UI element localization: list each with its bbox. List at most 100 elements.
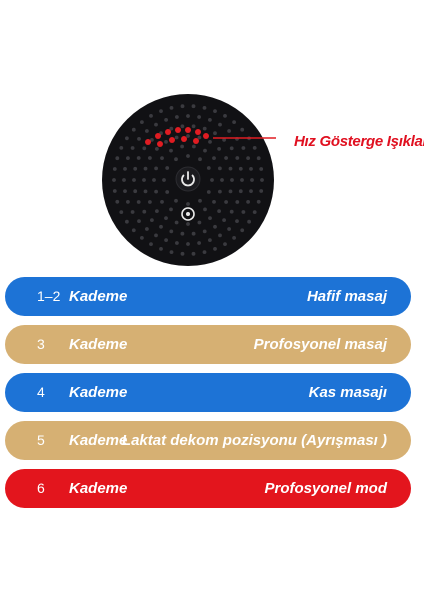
- level-row-3: 3 Kademe Profosyonel masaj: [5, 325, 411, 364]
- grille-dot: [223, 242, 227, 247]
- grille-dot: [247, 219, 252, 224]
- grille-dot: [198, 157, 202, 162]
- grille-dot: [150, 218, 154, 222]
- grille-dot: [169, 148, 173, 153]
- grille-dot: [256, 199, 261, 204]
- grille-dot: [143, 189, 148, 194]
- grille-dot: [252, 146, 257, 150]
- grille-dot: [232, 236, 237, 240]
- speed-led: [165, 129, 171, 135]
- grille-dot: [169, 229, 174, 234]
- level-row-5: 5 Kademe Laktat dekom pozisyonu (Ayrışma…: [5, 421, 411, 460]
- grille-dot: [175, 115, 179, 119]
- grille-dot: [241, 210, 246, 214]
- level-number: 4: [37, 384, 45, 400]
- grille-dot: [256, 156, 261, 161]
- speaker-grille: [112, 104, 264, 256]
- level-label: Kademe: [69, 432, 128, 449]
- grille-dot: [165, 190, 170, 194]
- grille-dot: [191, 124, 196, 129]
- grille-dot: [142, 146, 147, 151]
- grille-dot: [235, 219, 239, 223]
- grille-dot: [197, 135, 202, 140]
- grille-dot: [186, 114, 190, 118]
- grille-dot: [142, 178, 146, 182]
- grille-dot: [154, 233, 158, 238]
- grille-dot: [208, 216, 212, 220]
- grille-dot: [202, 250, 207, 255]
- grille-dot: [136, 156, 141, 160]
- grille-dot: [154, 189, 158, 194]
- grille-dot: [136, 200, 141, 204]
- speed-led: [195, 129, 201, 135]
- grille-dot: [164, 118, 168, 122]
- grille-dot: [126, 200, 130, 204]
- grille-dot: [150, 138, 154, 142]
- level-label: Kademe: [69, 336, 128, 353]
- grille-dot: [212, 156, 216, 160]
- level-label: Kademe: [69, 384, 128, 401]
- speed-led: [145, 139, 151, 145]
- grille-dot: [227, 129, 231, 133]
- grille-dot: [148, 156, 152, 160]
- grille-dot: [186, 134, 190, 138]
- grille-dot: [202, 106, 207, 110]
- speed-indicator-leds: [145, 127, 209, 147]
- grille-dot: [217, 209, 221, 213]
- grille-dot: [119, 210, 124, 214]
- grille-dot: [203, 207, 207, 212]
- level-number: 6: [37, 480, 45, 496]
- grille-dot: [186, 222, 190, 226]
- grille-dot: [159, 109, 163, 113]
- grille-dot: [228, 166, 233, 171]
- grille-dot: [132, 178, 136, 182]
- grille-dot: [159, 247, 163, 251]
- grille-dot: [230, 178, 234, 182]
- grille-dot: [206, 166, 211, 170]
- grille-dot: [140, 236, 144, 240]
- grille-dot: [123, 167, 127, 171]
- power-button-icon[interactable]: [175, 166, 201, 192]
- speed-led: [203, 133, 209, 139]
- grille-dot: [208, 238, 212, 243]
- grille-dot: [180, 144, 184, 149]
- grille-dot: [160, 156, 164, 160]
- grille-dot: [238, 189, 243, 194]
- grille-dot: [137, 137, 141, 141]
- grille-dot: [240, 228, 245, 233]
- grille-dot: [164, 216, 168, 220]
- level-number: 5: [37, 432, 45, 448]
- massage-gun-head-illustration: [102, 94, 276, 266]
- grille-dot: [164, 140, 168, 144]
- grille-dot: [191, 251, 196, 256]
- grille-dot: [112, 167, 117, 171]
- grille-dot: [220, 178, 224, 182]
- grille-dot: [152, 178, 156, 182]
- speed-led: [193, 138, 199, 144]
- grille-dot: [145, 129, 149, 133]
- grille-dot: [218, 189, 222, 194]
- grille-dot: [223, 114, 227, 118]
- grille-dot: [133, 166, 138, 171]
- grille-dot: [174, 157, 178, 162]
- grille-dot: [224, 200, 228, 204]
- grille-dot: [130, 146, 135, 150]
- grille-dot: [149, 114, 153, 118]
- grille-dot: [224, 156, 228, 160]
- grille-dot: [240, 178, 244, 182]
- grille-dot: [206, 190, 211, 194]
- grille-dot: [213, 131, 217, 136]
- grille-dot: [246, 200, 251, 204]
- grille-dot: [249, 189, 253, 193]
- mode-button-icon[interactable]: [181, 207, 195, 221]
- level-description: Kas masajı: [308, 384, 387, 401]
- level-number: 1–2: [37, 288, 61, 304]
- grille-dot: [133, 189, 138, 194]
- grille-dot: [227, 227, 231, 231]
- grille-dot: [202, 126, 207, 131]
- grille-dot: [180, 231, 185, 236]
- grille-dot: [112, 189, 117, 193]
- grille-dot: [222, 138, 226, 142]
- grille-dot: [148, 200, 152, 204]
- grille-dot: [246, 156, 251, 160]
